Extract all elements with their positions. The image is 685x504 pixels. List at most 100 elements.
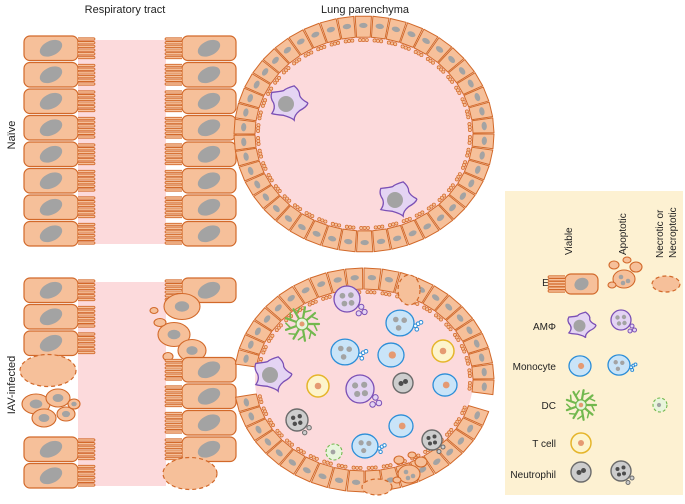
microvillus bbox=[78, 71, 96, 75]
microvillus bbox=[427, 309, 432, 313]
nucleus bbox=[479, 107, 485, 116]
nucleus-fragment bbox=[174, 301, 190, 312]
microvillus bbox=[439, 317, 443, 322]
nucleus bbox=[39, 281, 63, 299]
microvillus bbox=[448, 185, 453, 190]
nucleus bbox=[197, 119, 221, 137]
apoptotic-body bbox=[393, 455, 405, 465]
microvillus bbox=[460, 411, 465, 415]
alveolar-epithelial-cell bbox=[446, 59, 475, 84]
microvillus bbox=[164, 449, 182, 453]
alveolar-epithelial-cell bbox=[413, 28, 439, 57]
microvillus bbox=[257, 394, 262, 399]
alveolar-epithelial-cell bbox=[337, 15, 356, 44]
microvillus bbox=[441, 69, 446, 74]
alveolar-epithelial-cell bbox=[414, 210, 440, 239]
microvillus bbox=[467, 128, 472, 132]
microvillus bbox=[414, 213, 419, 218]
epithelial-cell bbox=[164, 383, 237, 410]
alveolar-epithelial-cell bbox=[346, 465, 365, 493]
microvillus bbox=[351, 225, 356, 230]
nucleus bbox=[474, 411, 481, 420]
microvillus bbox=[164, 37, 182, 41]
nucleus-fragment bbox=[366, 440, 372, 446]
epithelial-cell bbox=[23, 277, 96, 304]
nucleus-fragment bbox=[615, 366, 621, 372]
microvillus bbox=[164, 71, 182, 75]
microvillus bbox=[444, 322, 449, 327]
apoptotic-bleb bbox=[414, 326, 420, 332]
nucleus bbox=[247, 94, 254, 103]
alveolar-epithelial-cell bbox=[235, 393, 264, 413]
nucleus bbox=[253, 80, 260, 89]
necrotic-dendritic-cell bbox=[652, 397, 668, 413]
apoptotic-bleb bbox=[630, 368, 635, 372]
alveolar-epithelial-cell bbox=[454, 172, 484, 195]
microvillus bbox=[164, 415, 182, 419]
apoptotic-body bbox=[355, 310, 362, 317]
legend-panel: Viable Apoptotic Necrotic or Necroptotic… bbox=[505, 191, 683, 495]
nucleus bbox=[39, 308, 63, 326]
microvillus bbox=[78, 453, 96, 457]
microvillus bbox=[366, 465, 371, 470]
epithelial-cell bbox=[23, 220, 96, 247]
dendrite-branch bbox=[308, 330, 312, 340]
microvillus bbox=[450, 183, 455, 188]
microvillus bbox=[457, 90, 462, 95]
monocyte bbox=[388, 414, 414, 438]
alveolar-epithelial-cell bbox=[262, 48, 291, 75]
microvillus bbox=[466, 361, 471, 366]
microvillus bbox=[164, 366, 182, 370]
alveolar-macrophage bbox=[567, 311, 597, 339]
microvillus bbox=[164, 124, 182, 128]
nucleus bbox=[197, 92, 221, 110]
alveolar-epithelial-cell bbox=[263, 194, 292, 221]
apoptotic-bleb bbox=[418, 319, 424, 325]
microvillus bbox=[454, 177, 459, 182]
nucleus-lobe bbox=[298, 420, 303, 425]
alveolar-epithelial-cell bbox=[454, 72, 484, 95]
alveolar-epithelial-cell bbox=[303, 22, 327, 52]
microvillus bbox=[373, 465, 378, 470]
microvillus bbox=[78, 90, 96, 94]
alveolar-epithelial-cell bbox=[266, 438, 294, 466]
nucleus-fragment bbox=[38, 413, 50, 423]
microvillus bbox=[164, 373, 182, 377]
microvillus bbox=[78, 214, 96, 219]
nucleus bbox=[407, 31, 416, 38]
microvillus bbox=[311, 455, 316, 460]
nucleus bbox=[262, 367, 278, 383]
epithelial-cell bbox=[23, 61, 96, 88]
microvillus bbox=[467, 386, 472, 391]
microvillus bbox=[381, 464, 386, 469]
microvillus bbox=[164, 422, 182, 427]
nucleus bbox=[262, 193, 270, 201]
alveolar-macrophage bbox=[379, 181, 418, 218]
microvillus bbox=[462, 102, 467, 107]
microvillus bbox=[164, 196, 182, 200]
microvillus bbox=[448, 77, 453, 82]
microvillus bbox=[287, 440, 292, 445]
microvillus bbox=[296, 447, 301, 451]
nucleus-lobe bbox=[576, 470, 582, 475]
microvillus bbox=[164, 369, 182, 374]
microvillus bbox=[273, 184, 278, 189]
nucleus-lobe bbox=[403, 379, 408, 384]
dendrite-branch bbox=[586, 410, 590, 419]
microvillus bbox=[78, 442, 96, 446]
microvillus bbox=[425, 56, 430, 61]
nucleus-fragment bbox=[613, 360, 618, 365]
alveolar-epithelial-cell bbox=[304, 217, 328, 246]
microvillus bbox=[547, 280, 565, 285]
microvillus bbox=[78, 313, 96, 317]
microvillus bbox=[301, 450, 306, 455]
cell-body bbox=[421, 429, 443, 451]
nucleus bbox=[367, 275, 377, 281]
microvillus bbox=[78, 82, 96, 86]
apoptotic-body bbox=[629, 323, 635, 329]
nucleus-fragment bbox=[338, 345, 344, 352]
nucleus bbox=[467, 79, 474, 88]
microvillus bbox=[456, 337, 461, 342]
microvillus bbox=[285, 438, 289, 443]
microvillus bbox=[321, 296, 326, 301]
